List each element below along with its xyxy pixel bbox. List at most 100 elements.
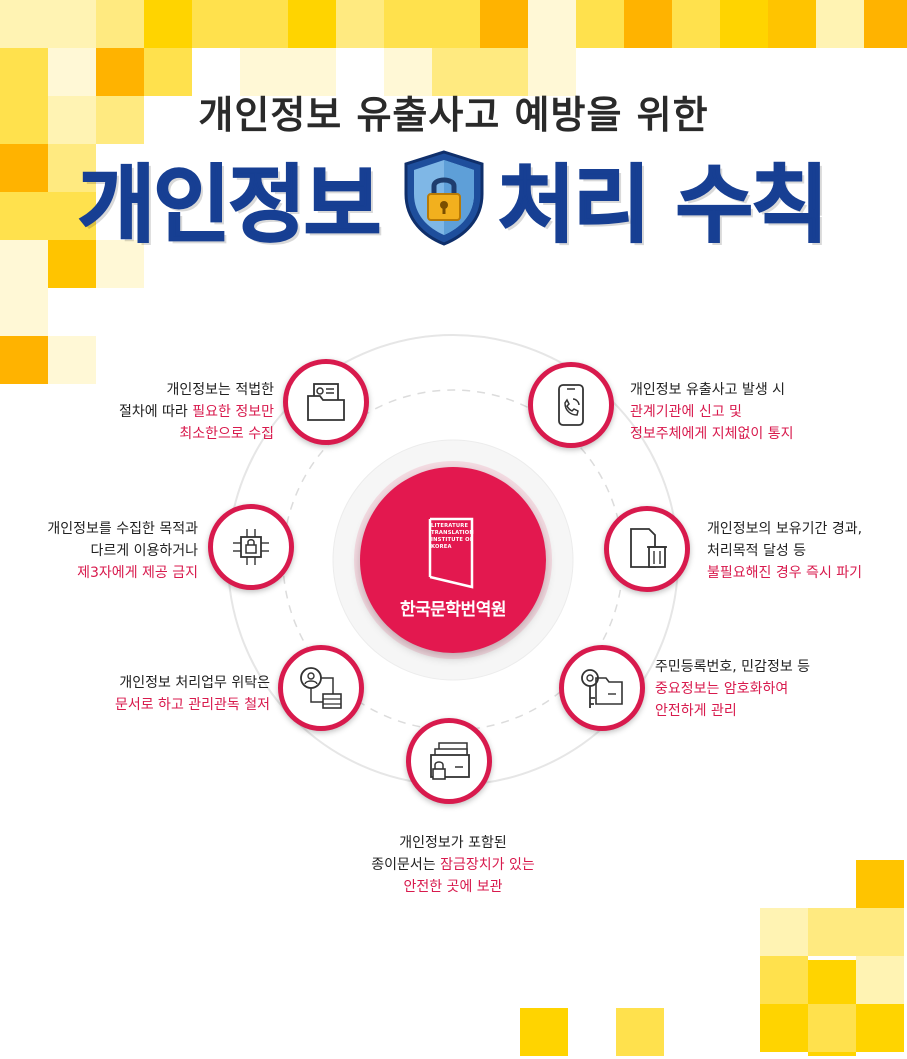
subtitle: 개인정보 유출사고 예방을 위한 — [198, 93, 709, 137]
document-trash-icon — [604, 506, 690, 592]
label-line: 다르게 이용하거나 — [10, 540, 199, 562]
bg-tile — [760, 908, 808, 956]
highlight-text: 제3자에게 제공 금지 — [77, 565, 198, 581]
label-line: 안전하게 관리 — [655, 700, 875, 722]
label-text: 개인정보는 적법한 — [166, 382, 275, 398]
bg-tile — [856, 860, 904, 908]
highlight-text: 최소한으로 수집 — [179, 426, 274, 442]
bg-tile — [760, 956, 808, 1004]
label-text: 절차에 따라 — [118, 404, 193, 420]
title-left-text: 개인정보 — [77, 155, 382, 255]
highlight-text: 안전한 곳에 보관 — [403, 879, 503, 895]
bg-tile — [808, 1004, 856, 1052]
bg-tile — [616, 1008, 664, 1056]
label-line: 개인정보는 적법한 — [60, 379, 275, 401]
bg-tile — [192, 0, 240, 48]
bg-tile — [96, 0, 144, 48]
bg-tile — [0, 192, 48, 240]
label-line: 개인정보를 수집한 목적과 — [10, 518, 198, 540]
bg-tile — [528, 0, 576, 48]
bg-tile — [96, 48, 144, 96]
bg-tile — [48, 336, 96, 384]
label-text: 개인정보 처리업무 위탁은 — [119, 675, 270, 691]
label-line: 제3자에게 제공 금지 — [10, 562, 198, 584]
bg-tile — [48, 192, 96, 240]
highlight-text: 불필요해진 경우 즉시 파기 — [707, 565, 863, 581]
bg-tile — [528, 48, 576, 96]
label-line: 불필요해진 경우 즉시 파기 — [707, 562, 897, 584]
label-line: 절차에 따라 필요한 정보만 — [60, 401, 274, 423]
document-folder-icon — [283, 359, 369, 445]
title-left: 개인정보 — [77, 148, 382, 255]
bg-tile — [808, 908, 856, 956]
label-line: 종이문서는 잠금장치가 있는 — [313, 854, 593, 876]
label-text: 개인정보가 포함된 — [399, 835, 507, 851]
bg-tile — [816, 0, 864, 48]
label-text: 개인정보를 수집한 목적과 — [47, 521, 198, 537]
bg-tile — [96, 240, 144, 288]
lock-shield-icon — [398, 148, 490, 248]
bg-tile — [0, 96, 48, 144]
bg-tile — [864, 0, 907, 48]
bg-tile — [96, 96, 144, 144]
highlight-text: 안전하게 관리 — [655, 703, 737, 719]
label-line: 정보주체에게 지체없이 통지 — [630, 423, 880, 445]
label-line: 개인정보가 포함된 — [313, 832, 593, 854]
label-text: 처리목적 달성 등 — [707, 543, 807, 559]
bg-tile — [48, 96, 96, 144]
bg-tile — [0, 288, 48, 336]
label-line: 개인정보의 보유기간 경과, — [707, 518, 897, 540]
user-server-icon — [278, 645, 364, 731]
label-line: 개인정보 처리업무 위탁은 — [50, 672, 270, 694]
center-logo-circle: LITERATURE TRANSLATION INSTITUTE OF KORE… — [360, 467, 546, 653]
label-text: 개인정보의 보유기간 경과, — [707, 521, 863, 537]
title-right-text: 처리 수칙 — [497, 155, 829, 255]
highlight-text: 중요정보는 암호화하여 — [655, 681, 789, 697]
bg-tile — [240, 48, 288, 96]
bg-tile — [768, 0, 816, 48]
bg-tile — [432, 48, 480, 96]
bg-tile — [384, 48, 432, 96]
bg-tile — [48, 240, 96, 288]
bg-tile — [240, 0, 288, 48]
bg-tile — [0, 336, 48, 384]
label-text: 다르게 이용하거나 — [90, 543, 199, 559]
highlight-text: 관계기관에 신고 및 — [630, 404, 742, 420]
label-line: 처리목적 달성 등 — [707, 540, 897, 562]
bg-tile — [720, 0, 768, 48]
bg-tile — [0, 144, 48, 192]
label-line: 안전한 곳에 보관 — [313, 876, 593, 898]
bg-tile — [144, 48, 192, 96]
bg-tile — [856, 908, 904, 956]
bg-tile — [856, 1004, 904, 1052]
bg-tile — [520, 1008, 568, 1056]
bg-tile — [48, 144, 96, 192]
key-folder-icon — [559, 645, 645, 731]
bg-tile — [0, 48, 48, 96]
bg-tile — [672, 0, 720, 48]
bg-tile — [576, 0, 624, 48]
label-text: 주민등록번호, 민감정보 등 — [655, 659, 811, 675]
label-line: 문서로 하고 관리관독 철저 — [50, 694, 270, 716]
bg-tile — [432, 0, 480, 48]
highlight-text: 잠금장치가 있는 — [440, 857, 535, 873]
bg-tile — [480, 0, 528, 48]
label-line: 관계기관에 신고 및 — [630, 401, 880, 423]
bg-tile — [384, 0, 432, 48]
org-name: 한국문학번역원 — [400, 600, 506, 620]
bg-tile — [0, 240, 48, 288]
bg-tile — [48, 48, 96, 96]
label-line: 중요정보는 암호화하여 — [655, 678, 875, 700]
bg-tile — [336, 0, 384, 48]
institute-logo-icon — [428, 517, 474, 589]
label-text: 종이문서는 — [371, 857, 441, 873]
bg-tile — [480, 48, 528, 96]
label-line: 최소한으로 수집 — [60, 423, 274, 445]
bg-tile — [760, 1004, 808, 1052]
